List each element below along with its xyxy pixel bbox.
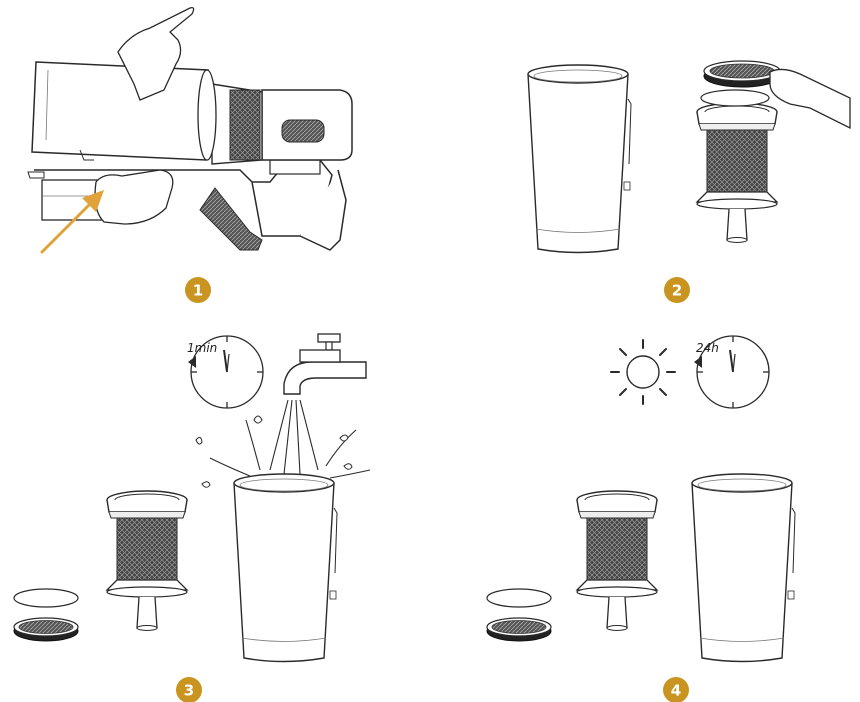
filters — [14, 589, 78, 641]
step-3-illustration: 1min — [14, 334, 370, 662]
cyclone-filter — [107, 491, 187, 631]
hepa-filter — [704, 61, 780, 87]
tap-icon — [284, 334, 366, 394]
hand-icon — [770, 69, 850, 128]
dust-bin — [528, 65, 631, 253]
cyclone-filter — [697, 103, 777, 243]
wash-time-label: 1min — [187, 341, 217, 355]
step-1-illustration — [28, 8, 352, 252]
step-badge-1: 1 — [185, 277, 211, 303]
svg-text:1: 1 — [193, 282, 203, 300]
filters — [487, 589, 551, 641]
svg-text:4: 4 — [671, 682, 681, 700]
cyclone-filter — [577, 491, 657, 631]
dust-bin-removed — [32, 62, 216, 160]
step-badge-2: 2 — [664, 277, 690, 303]
svg-text:2: 2 — [672, 282, 682, 300]
sponge-filter — [701, 90, 769, 106]
dust-bin — [692, 474, 795, 662]
hand-icon — [95, 170, 173, 224]
sun-icon — [611, 340, 675, 404]
step-4-illustration: 24h — [487, 336, 795, 662]
step-badge-3: 3 — [176, 677, 202, 702]
dry-time-label: 24h — [696, 341, 719, 355]
step-2-illustration — [528, 61, 850, 253]
dust-bin — [234, 474, 337, 662]
step-badge-4: 4 — [663, 677, 689, 702]
svg-text:3: 3 — [184, 682, 194, 700]
